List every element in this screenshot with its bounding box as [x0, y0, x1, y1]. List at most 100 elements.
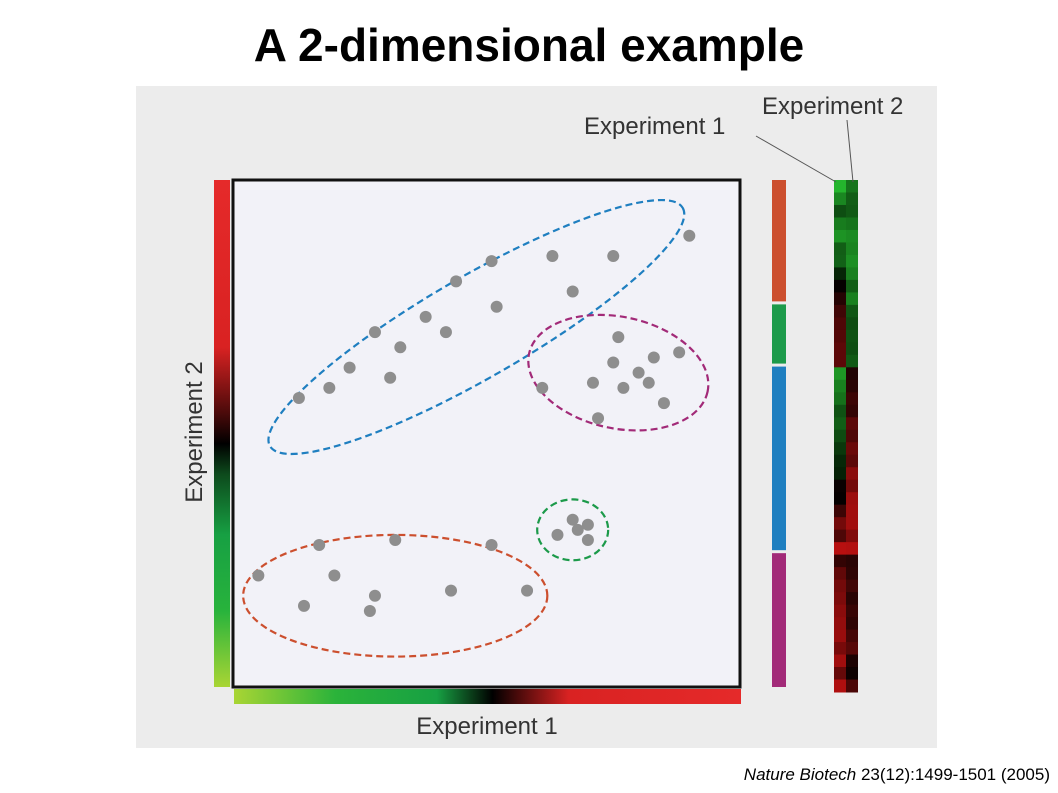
- heatmap-label-experiment-1: Experiment 1: [584, 113, 725, 140]
- heatmap-cell: [846, 542, 858, 556]
- data-point: [394, 341, 407, 354]
- data-point: [571, 523, 584, 536]
- data-point: [490, 300, 503, 313]
- heatmap-cell: [834, 417, 846, 431]
- data-point: [581, 533, 594, 546]
- data-point: [551, 528, 564, 541]
- citation-journal: Nature Biotech: [743, 765, 857, 784]
- data-point: [363, 604, 376, 617]
- y-gradient-bar: [214, 180, 230, 687]
- slide-title: A 2-dimensional example: [253, 19, 805, 71]
- data-point: [445, 584, 458, 597]
- heatmap-cell: [846, 354, 858, 368]
- heatmap-cell: [834, 229, 846, 243]
- heatmap-cell: [846, 579, 858, 593]
- data-point: [546, 250, 559, 263]
- heatmap-cell: [834, 529, 846, 543]
- heatmap-cell: [846, 492, 858, 506]
- heatmap-cell: [834, 679, 846, 693]
- heatmap-cell: [846, 204, 858, 218]
- data-point: [657, 397, 670, 410]
- heatmap-cell: [834, 180, 846, 193]
- heatmap-cell: [846, 229, 858, 243]
- data-point: [617, 381, 630, 394]
- heatmap-cell: [846, 604, 858, 618]
- data-point: [450, 275, 463, 288]
- heatmap-cell: [834, 454, 846, 468]
- data-point: [566, 513, 579, 526]
- heatmap-cell: [846, 442, 858, 456]
- data-point: [586, 376, 599, 389]
- heatmap-cell: [846, 279, 858, 293]
- heatmap-cell: [846, 379, 858, 393]
- y-axis-label: Experiment 2: [181, 361, 208, 502]
- heatmap-cell: [834, 554, 846, 568]
- data-point: [384, 371, 397, 384]
- figure-panel: Experiment 1 Experiment 2 Experiment 1 E…: [136, 86, 937, 748]
- heatmap-cell: [846, 317, 858, 331]
- heatmap-cell: [846, 529, 858, 543]
- heatmap-cell: [846, 180, 858, 193]
- heatmap-cell: [834, 667, 846, 681]
- data-point: [607, 356, 620, 369]
- heatmap-cell: [834, 204, 846, 218]
- heatmap-cell: [834, 542, 846, 556]
- heatmap-cell: [846, 592, 858, 606]
- citation: Nature Biotech 23(12):1499-1501 (2005): [744, 765, 1050, 785]
- data-point: [683, 229, 696, 242]
- heatmap-cell: [846, 504, 858, 518]
- data-point: [607, 250, 620, 263]
- data-point: [632, 366, 645, 379]
- heatmap-cell: [834, 592, 846, 606]
- heatmap-cell: [846, 617, 858, 631]
- heatmap-cell: [846, 629, 858, 643]
- heatmap-cell: [834, 267, 846, 281]
- heatmap-cell: [846, 454, 858, 468]
- heatmap-cell: [834, 354, 846, 368]
- heatmap-pointer-2: [846, 119, 854, 183]
- heatmap-cell: [834, 492, 846, 506]
- data-point: [642, 376, 655, 389]
- heatmap-cell: [834, 379, 846, 393]
- heatmap-cell: [834, 579, 846, 593]
- heatmap-cell: [834, 504, 846, 518]
- heatmap-cell: [846, 242, 858, 256]
- heatmap-cell: [834, 654, 846, 668]
- heatmap-cell: [834, 342, 846, 356]
- data-point: [536, 381, 549, 394]
- cluster-ellipse-4: [242, 533, 549, 658]
- heatmap-strip: [834, 180, 858, 693]
- heatmap-cell: [846, 517, 858, 531]
- heatmap-cell: [846, 429, 858, 443]
- data-point: [566, 285, 579, 298]
- heatmap-cell: [834, 629, 846, 643]
- heatmap-cell: [846, 192, 858, 206]
- heatmap-cell: [834, 292, 846, 306]
- heatmap-cell: [834, 242, 846, 256]
- data-point: [485, 539, 498, 552]
- heatmap-cell: [834, 317, 846, 331]
- heatmap-cell: [846, 642, 858, 656]
- data-point: [343, 361, 356, 374]
- data-point: [328, 569, 341, 582]
- data-point: [252, 569, 265, 582]
- cluster-bar-segment-2: [772, 304, 786, 364]
- plot-frame: [231, 178, 742, 689]
- heatmap-cell: [834, 467, 846, 481]
- heatmap-cell: [834, 329, 846, 343]
- data-point: [368, 326, 381, 339]
- heatmap-cell: [846, 404, 858, 418]
- heatmap-cell: [834, 254, 846, 268]
- heatmap-cell: [846, 367, 858, 381]
- heatmap-cell: [846, 392, 858, 406]
- x-axis-label: Experiment 1: [416, 713, 557, 740]
- heatmap-label-experiment-2: Experiment 2: [762, 93, 903, 120]
- data-point: [581, 518, 594, 531]
- cluster-assignment-bar: [772, 180, 786, 687]
- cluster-bar-segment-3: [772, 366, 786, 551]
- heatmap-cell: [834, 367, 846, 381]
- heatmap-cell: [846, 304, 858, 318]
- data-point: [389, 533, 402, 546]
- data-point: [521, 584, 534, 597]
- data-point: [592, 412, 605, 425]
